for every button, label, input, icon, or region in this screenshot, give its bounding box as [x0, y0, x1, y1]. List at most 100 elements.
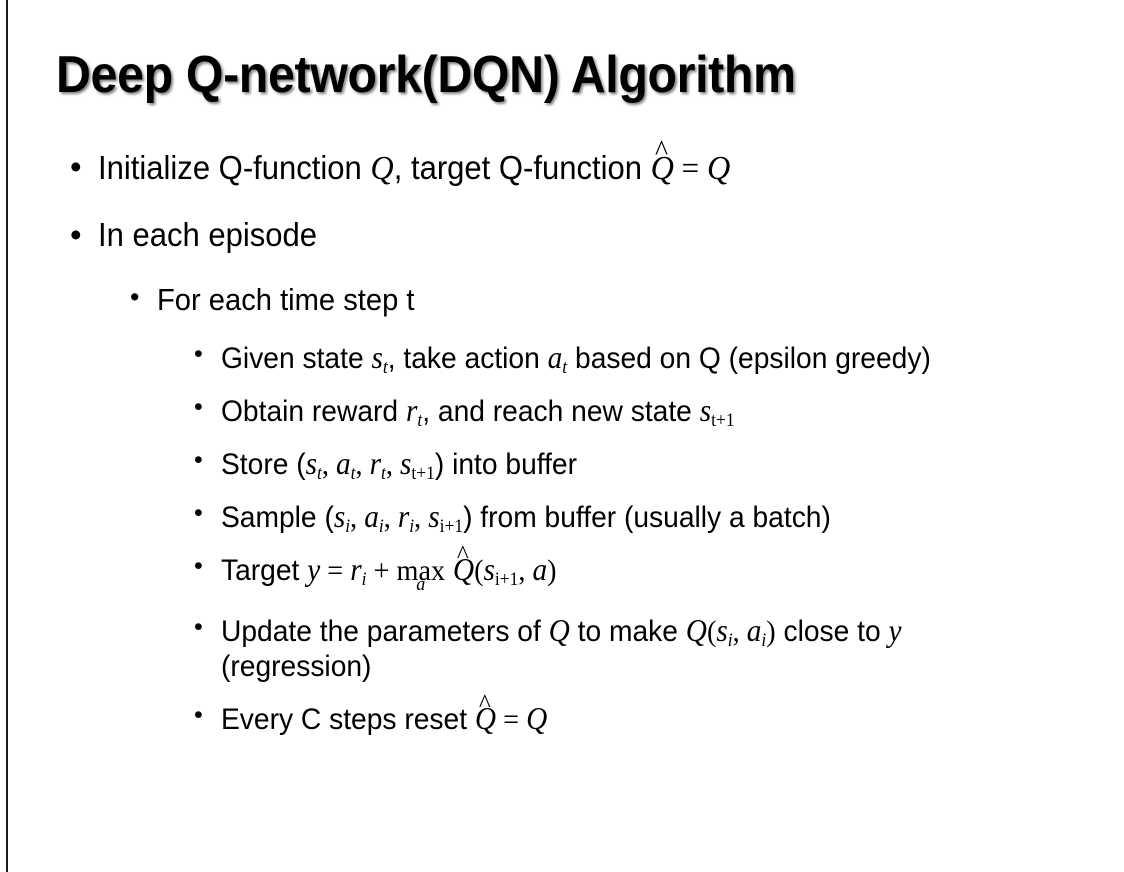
math-var-a: a: [336, 446, 351, 482]
math-paren-close: ): [547, 553, 557, 587]
list-item-reset-target-network: • Every C steps reset ^Q = Q: [0, 690, 1124, 738]
math-subscript: t: [317, 463, 322, 485]
bullet-dot-icon: •: [194, 700, 203, 729]
bullet-dot-icon: •: [194, 340, 203, 369]
text-fragment: , and reach new state: [422, 395, 700, 429]
math-var-q2: Q: [685, 612, 707, 648]
math-subscript: t: [562, 357, 568, 379]
math-paren-open: (: [474, 553, 484, 587]
page-title: Deep Q-network(DQN) Algorithm: [56, 46, 796, 104]
math-var-s2: s: [428, 498, 440, 534]
math-comma: ,: [518, 553, 533, 587]
math-var-a: a: [547, 340, 563, 376]
bullet-list: • Initialize Q-function Q, target Q-func…: [0, 137, 1124, 754]
text-fragment: , take action: [387, 342, 548, 376]
math-equals: =: [673, 151, 707, 187]
math-subscript: i: [361, 568, 367, 590]
bullet-dot-icon: •: [194, 446, 203, 475]
math-subscript: t: [381, 463, 386, 485]
math-comma: ,: [414, 500, 429, 534]
list-item-text: For each time step t: [157, 281, 415, 317]
math-subscript: i: [761, 629, 767, 651]
math-subscript: t+1: [411, 463, 435, 485]
math-max-limit: a: [416, 574, 426, 596]
math-plus: +: [366, 553, 397, 587]
bullet-dot-icon: •: [194, 498, 203, 527]
math-var-s: s: [371, 340, 383, 376]
bullet-dot-icon: •: [130, 281, 140, 312]
list-item-text: Every C steps reset ^Q = Q: [221, 690, 1048, 738]
math-subscript: i+1: [439, 516, 464, 538]
circumflex-accent-icon: ^: [478, 688, 491, 719]
list-item-text: In each episode: [98, 215, 318, 253]
bullet-dot-icon: •: [70, 148, 82, 185]
math-var-q: Q: [526, 700, 548, 736]
slide-left-border: [6, 0, 8, 872]
math-var-base: Q: [452, 551, 475, 587]
math-subscript: i: [378, 516, 384, 538]
math-var-q: Q: [548, 612, 570, 648]
list-item-text: Store (st, at, rt, st+1) into buffer: [221, 446, 1048, 483]
text-fragment: close to: [775, 614, 889, 648]
math-subscript: i: [409, 516, 415, 538]
math-var-s: s: [699, 393, 712, 429]
math-var-s: s: [483, 551, 495, 587]
math-var-y: y: [888, 612, 902, 648]
text-fragment: ) from buffer (usually a batch): [463, 500, 831, 534]
math-var-base: Q: [474, 700, 497, 736]
text-fragment: Target: [221, 553, 308, 587]
bullet-dot-icon: •: [194, 612, 203, 641]
math-var-y: y: [307, 551, 321, 587]
circumflex-accent-icon: ^: [654, 135, 669, 168]
math-subscript: i: [345, 516, 351, 538]
math-comma: ,: [385, 448, 400, 482]
text-fragment: , target Q-function: [393, 149, 651, 186]
math-var-a: a: [364, 498, 379, 534]
math-var-a: a: [532, 551, 548, 587]
math-var-q: Q: [370, 149, 394, 187]
math-var-r: r: [350, 551, 362, 587]
list-item-text: Given state st, take action at based on …: [221, 340, 1048, 377]
math-comma: ,: [321, 448, 337, 482]
math-comma: ,: [732, 614, 747, 648]
text-fragment: Given state: [221, 342, 372, 376]
math-var-r: r: [369, 446, 382, 482]
text-fragment: (regression): [221, 650, 372, 684]
text-fragment: Store (: [221, 448, 306, 482]
list-item-text: Sample (si, ai, ri, si+1) from buffer (u…: [221, 499, 1048, 536]
list-item-sample-batch: • Sample (si, ai, ri, si+1) from buffer …: [0, 499, 1124, 536]
circumflex-accent-icon: ^: [456, 539, 469, 570]
math-subscript: t: [417, 410, 423, 432]
math-max-label: max: [396, 553, 446, 587]
math-var-a: a: [746, 612, 762, 648]
list-item-store-transition: • Store (st, at, rt, st+1) into buffer: [0, 446, 1124, 483]
math-subscript: i: [727, 629, 733, 651]
list-item-obtain-reward: • Obtain reward rt, and reach new state …: [0, 393, 1124, 430]
list-item-for-each-time-step: • For each time step t: [0, 282, 1124, 319]
math-var-qhat: ^Q: [650, 137, 674, 187]
math-var-r: r: [405, 393, 418, 429]
math-subscript: i+1: [494, 568, 519, 590]
list-item-initialize: • Initialize Q-function Q, target Q-func…: [0, 137, 1124, 189]
math-paren-open: (: [706, 614, 717, 648]
text-fragment: Obtain reward: [221, 395, 406, 429]
math-comma: ,: [350, 500, 365, 534]
math-var-base: Q: [650, 149, 674, 187]
list-item-given-state: • Given state st, take action at based o…: [0, 340, 1124, 377]
math-paren-close: ): [766, 614, 776, 648]
math-equals: =: [320, 553, 351, 587]
bullet-dot-icon: •: [194, 551, 203, 580]
math-var-r: r: [397, 498, 410, 534]
text-fragment: based on Q (epsilon greedy): [567, 342, 931, 376]
math-subscript: t: [382, 357, 388, 379]
math-var-q2: Q: [706, 149, 731, 187]
math-subscript: t+1: [711, 410, 735, 432]
math-var-s2: s: [399, 446, 412, 482]
text-fragment: Initialize Q-function: [98, 149, 371, 186]
list-item-text: Update the parameters of Q to make Q(si,…: [221, 613, 1048, 685]
math-var-s: s: [305, 446, 318, 482]
math-var-s: s: [333, 498, 346, 534]
math-comma: ,: [355, 448, 370, 482]
text-fragment: to make: [569, 614, 686, 648]
